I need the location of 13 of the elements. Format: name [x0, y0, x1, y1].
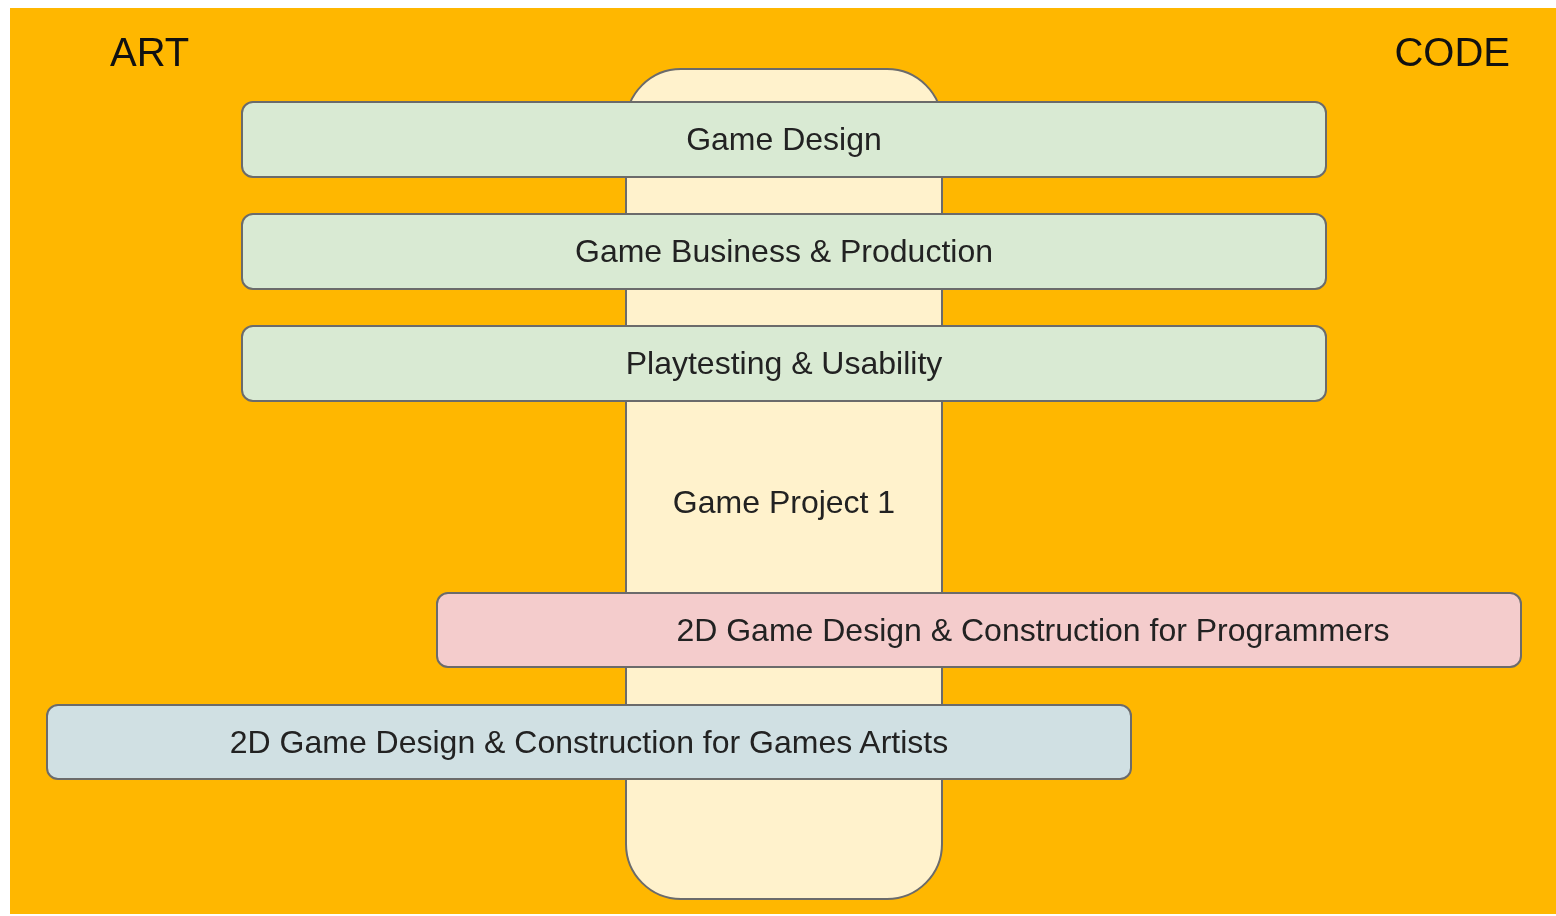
- column-label: Game Project 1: [671, 484, 897, 521]
- course-box: [241, 325, 1327, 402]
- course-box: [436, 592, 1522, 668]
- course-box: [241, 101, 1327, 178]
- box-label: 2D Game Design & Construction for Games Artists: [229, 723, 949, 761]
- course-box: [46, 704, 1132, 780]
- box-label: Playtesting & Usability: [625, 345, 943, 382]
- box-label: Game Design: [686, 121, 882, 158]
- corner-heading: CODE: [1394, 30, 1510, 75]
- box-label: Game Business & Production: [575, 233, 993, 270]
- box-label: 2D Game Design & Construction for Programmers: [676, 611, 1390, 649]
- course-box: [241, 213, 1327, 290]
- corner-heading: ART: [110, 30, 190, 75]
